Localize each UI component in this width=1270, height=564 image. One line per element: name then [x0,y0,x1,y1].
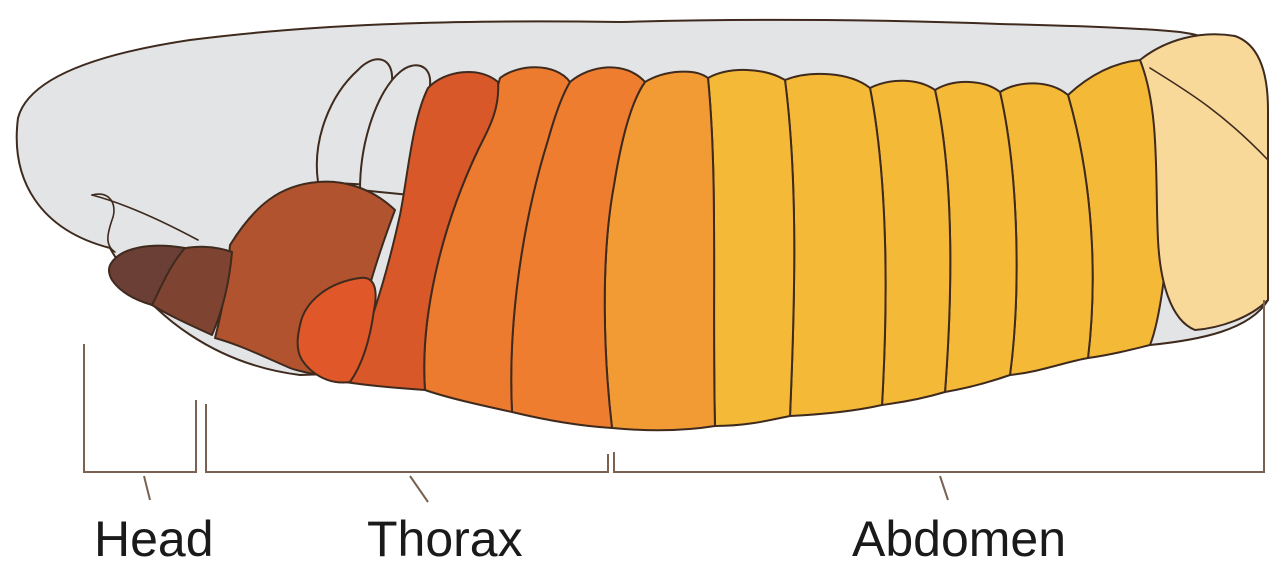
thorax-label: Thorax [367,511,523,564]
head-label: Head [94,511,214,564]
abdomen-segment-4 [785,74,886,416]
abdomen-segment-3 [708,70,794,426]
head-bracket [84,344,196,500]
abdomen-label: Abdomen [852,511,1066,564]
